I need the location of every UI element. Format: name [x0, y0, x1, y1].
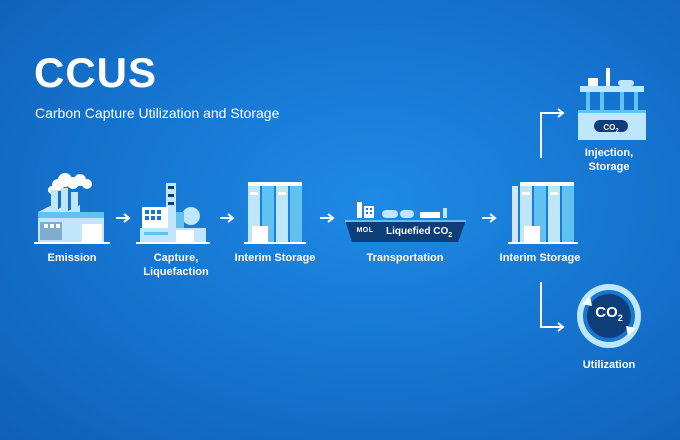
stage-label-capture: Capture, Liquefaction	[143, 252, 209, 278]
factory-icon	[34, 173, 110, 244]
stage-label-interim-storage-1: Interim Storage	[234, 252, 316, 264]
stage-label-injection: Injection, Storage	[584, 147, 634, 173]
capture-plant-icon	[136, 183, 210, 244]
ship-hull-label: Liquefied CO2	[386, 226, 453, 239]
ship-icon	[345, 202, 466, 242]
flow-arrows	[116, 108, 565, 332]
storage-tanks-icon	[244, 182, 306, 244]
utilization-co2-badge: CO2	[595, 304, 623, 323]
storage-tanks-icon	[508, 182, 578, 244]
offshore-platform-icon	[578, 68, 646, 140]
page-subtitle: Carbon Capture Utilization and Storage	[35, 105, 280, 121]
page-title: CCUS	[34, 49, 158, 96]
recycle-circle-icon	[577, 284, 641, 348]
smoke-icon	[48, 173, 92, 194]
stage-label-utilization: Utilization	[582, 359, 636, 371]
injection-co2-badge: CO2	[603, 123, 619, 135]
stage-label-emission: Emission	[47, 252, 97, 264]
ship-brand: MOL	[356, 227, 374, 234]
stage-label-interim-storage-2: Interim Storage	[499, 252, 581, 264]
stage-label-transportation: Transportation	[366, 252, 444, 264]
